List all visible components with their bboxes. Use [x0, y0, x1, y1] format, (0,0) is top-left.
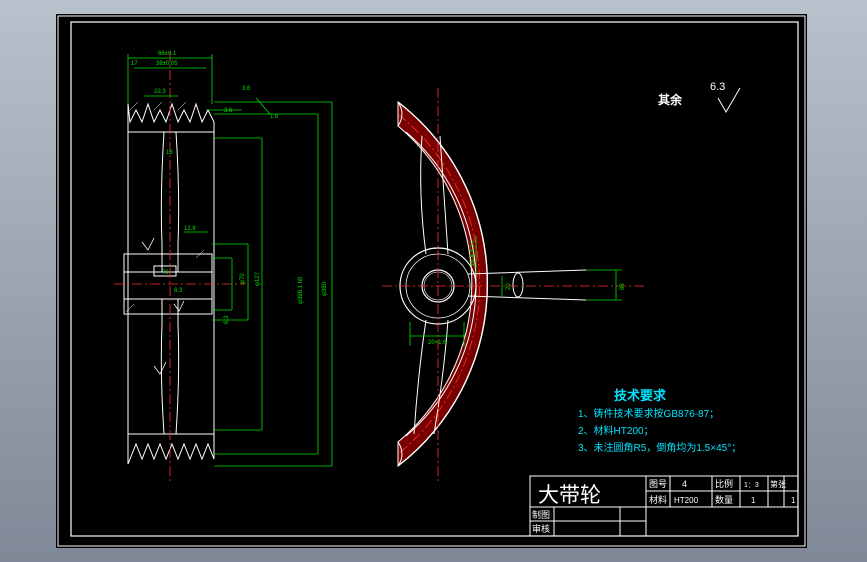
dim-phi380: φ380 [322, 281, 328, 296]
drawn-label: 制图 [532, 509, 550, 520]
spoke-section [512, 272, 524, 298]
tech-req-item-3: 3、未注圆角R5，倒角均为1.5×45°； [578, 441, 741, 454]
tech-req-title: 技术要求 [614, 388, 667, 403]
drawing-no: 4 [682, 479, 687, 489]
scale-value: 1：3 [744, 482, 759, 489]
dim-12.8: 12.8 [184, 226, 196, 232]
dim-18: 18 [166, 150, 173, 156]
part-name: 大带轮 [538, 484, 601, 507]
dim-20x1.6: 20×1.6 [428, 340, 447, 346]
dim-88: 88 [620, 283, 626, 290]
dim-6.3b: 6.3 [224, 315, 230, 324]
spoke-up [420, 135, 449, 255]
dim-6.3: 6.3 [174, 288, 183, 294]
roughness-symbol [717, 87, 741, 113]
dim-1.6: 1.6 [270, 114, 279, 120]
spoke-right [467, 269, 587, 301]
rim-band [397, 100, 488, 468]
dim-3.6b: 3.6 [224, 108, 233, 114]
section-view [123, 102, 215, 465]
outer-border [57, 15, 806, 547]
dim-38: 38±0.05 [156, 61, 178, 67]
roughness-note: 其余 6.3 [658, 81, 741, 113]
keyway [153, 265, 177, 277]
material-value: HT200 [674, 496, 699, 505]
dim-17: 17 [131, 61, 138, 67]
spokes [413, 135, 587, 435]
rim-outline [127, 102, 215, 465]
web-upper [160, 131, 180, 272]
tech-requirements: 技术要求 1、铸件技术要求按GB876-87； 2、材料HT200； 3、未注圆… [578, 388, 741, 454]
dim-phi398: φ398.1 h9 [298, 276, 304, 304]
sheet-label: 第张 [770, 479, 786, 489]
dim-16.4: 16.4.3 1 L [470, 239, 476, 266]
dim-phi127: φ127 [255, 271, 261, 286]
material-label: 材料 [649, 494, 667, 505]
drawing-sheet: 66±0.1 17 38±0.05 22.3 3.6 1.6 3.6 18 12… [56, 14, 807, 548]
rim-outer-arc [397, 101, 489, 467]
scale-label: 比例 [715, 478, 733, 489]
inner-border [70, 21, 799, 537]
dimension-lines [127, 54, 333, 467]
qty-label: 数量 [715, 494, 733, 505]
dim-3.6: 3.6 [242, 86, 251, 92]
dim-22: 22.3 [154, 89, 166, 95]
tech-req-item-2: 2、材料HT200； [578, 424, 654, 437]
checked-label: 审核 [532, 523, 550, 534]
spoke-down [413, 319, 449, 435]
dim-70: 70 [162, 270, 169, 276]
dimension-texts: 66±0.1 17 38±0.05 22.3 3.6 1.6 3.6 18 12… [131, 51, 328, 324]
section-hatch [125, 101, 205, 313]
front-dimension-lines [409, 236, 622, 346]
pulley-drawing: 66±0.1 17 38±0.05 22.3 3.6 1.6 3.6 18 12… [57, 15, 806, 547]
roughness-value: 6.3 [710, 81, 725, 93]
rim-break-top [397, 101, 403, 127]
dim-20: 20 [506, 283, 512, 290]
tech-req-item-1: 1、铸件技术要求按GB876-87； [578, 407, 719, 420]
section-roughness-marks [141, 237, 185, 375]
dim-66: 66±0.1 [158, 51, 177, 57]
title-block: 大带轮 图号 4 比例 1：3 第张 材料 HT200 数量 1 1 制图 审核 [529, 475, 799, 537]
front-view: 16.4.3 1 L 20×1.6 20 88 [382, 88, 646, 482]
front-dimension-texts: 16.4.3 1 L 20×1.6 20 88 [428, 239, 626, 346]
sheet-no: 1 [791, 496, 796, 505]
roughness-label: 其余 [658, 92, 683, 107]
qty-value: 1 [751, 496, 756, 505]
drawing-no-label: 图号 [649, 479, 667, 489]
rim-break-bottom [397, 441, 403, 467]
dim-phi70: φ70 [240, 273, 246, 284]
